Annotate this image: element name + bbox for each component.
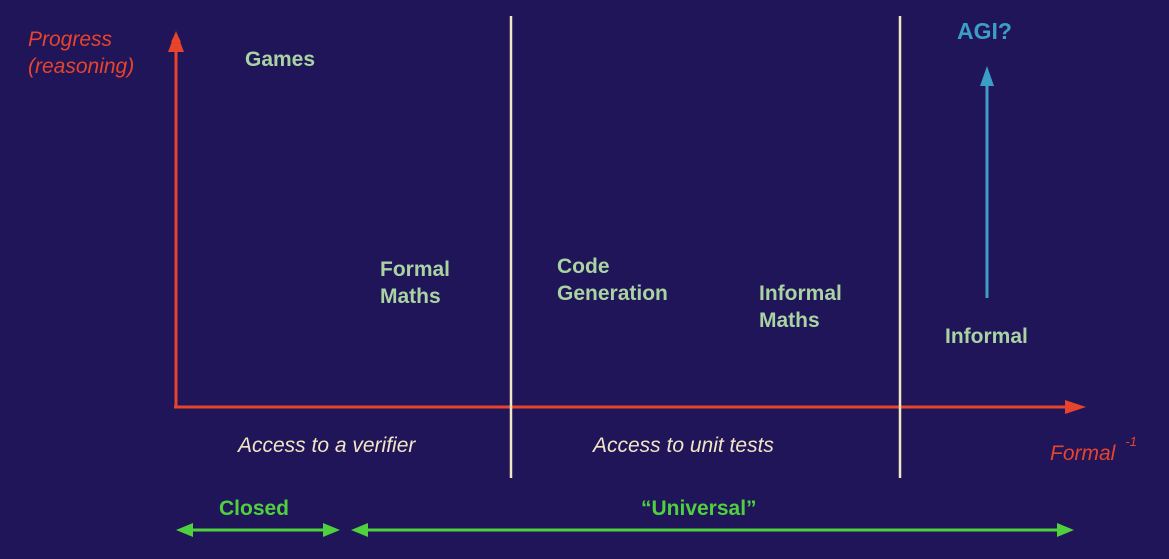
universal-arrowhead-right <box>1057 523 1074 537</box>
closed-arrowhead-right <box>323 523 340 537</box>
category-games: Games <box>245 48 316 71</box>
closed-arrowhead-left <box>176 523 193 537</box>
agi-arrowhead <box>980 66 994 86</box>
category-informal: Informal <box>945 325 1028 348</box>
y-axis-arrowhead <box>168 31 184 52</box>
x-axis-label: Formal -1 <box>1050 434 1137 467</box>
x-axis-label-text: Formal <box>1050 442 1116 465</box>
category-informal-maths: Informal Maths <box>759 282 842 332</box>
category-code-generation: Code Generation <box>557 255 668 305</box>
x-axis-label-superscript: -1 <box>1125 434 1137 449</box>
x-axis-arrowhead <box>1065 400 1086 414</box>
region-verifier-label: Access to a verifier <box>238 434 416 457</box>
scope-universal-label: “Universal” <box>641 497 757 520</box>
region-unit-tests-label: Access to unit tests <box>593 434 774 457</box>
category-formal-maths: Formal Maths <box>380 258 451 308</box>
scope-closed-label: Closed <box>219 497 290 520</box>
universal-arrowhead-left <box>351 523 368 537</box>
agi-label: AGI? <box>957 18 1012 44</box>
y-axis-label: Progress (reasoning) <box>28 28 135 78</box>
